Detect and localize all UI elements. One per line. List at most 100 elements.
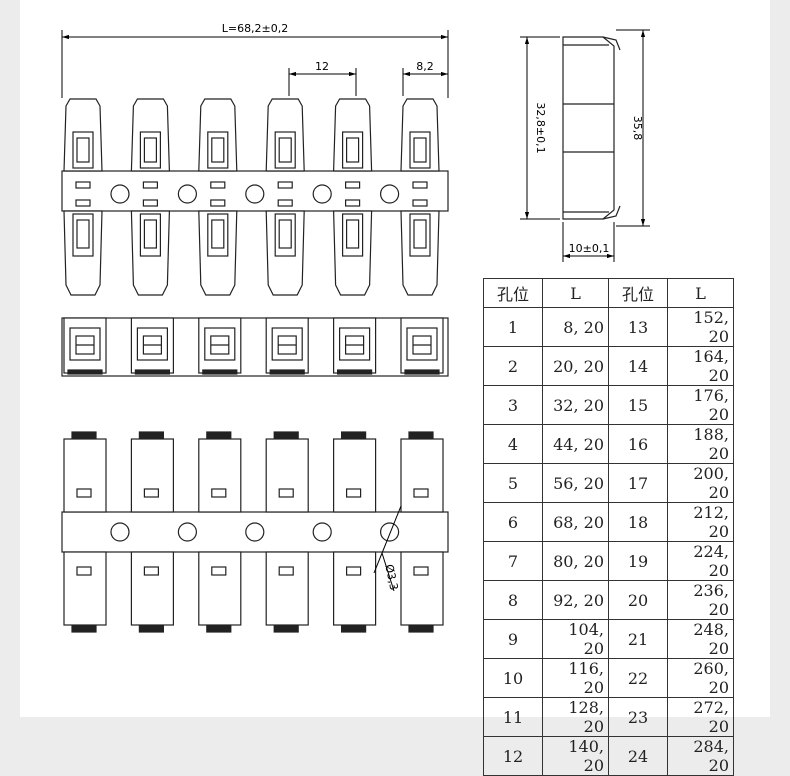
mounting-hole [312,184,332,204]
mounting-hole [380,184,400,204]
bottom-view [61,431,449,633]
top-view-contact-unit [332,98,373,296]
table-cell-length: 236, 20 [667,580,734,620]
top-view-contact-unit [400,98,440,296]
mounting-hole [177,184,197,204]
table-cell-position: 24 [608,736,668,776]
mounting-hole [380,522,400,542]
table-cell-length: 20, 20 [542,346,609,386]
table-cell-position: 7 [483,541,543,581]
table-cell-length: 80, 20 [542,541,609,581]
strip-window [333,317,377,375]
table-cell-length: 152, 20 [667,307,734,347]
table-cell-position: 8 [483,580,543,620]
table-cell-length: 68, 20 [542,502,609,542]
table-cell-length: 140, 20 [542,736,609,776]
top-view-contact-unit [130,98,171,296]
table-cell-length: 8, 20 [542,307,609,347]
table-cell-position: 19 [608,541,668,581]
drawing-sheet: L=68,2±0,2 12 8,2 Ø3,3 [20,0,770,776]
strip-window [130,317,175,375]
header-position-1: 孔位 [483,278,543,308]
table-cell-position: 16 [608,424,668,464]
bottom-view-housing [63,431,107,633]
table-cell-position: 6 [483,502,543,542]
table-cell-length: 116, 20 [542,658,609,698]
top-view-contact-unit [198,98,238,296]
table-cell-position: 5 [483,463,543,503]
pitch-label: 12 [315,60,329,73]
strip-window [63,317,107,375]
bottom-view-housing [333,431,377,633]
top-view-contact-unit [63,98,103,296]
bottom-view-housing [130,431,175,633]
table-cell-length: 272, 20 [667,697,734,737]
mounting-hole [245,184,265,204]
table-cell-position: 12 [483,736,543,776]
inner-height-label: 32,8±0,1 [534,102,547,153]
side-view-dimensions [520,29,650,262]
end-offset-label: 8,2 [416,60,434,73]
table-cell-position: 4 [483,424,543,464]
table-cell-position: 2 [483,346,543,386]
mounting-hole [245,522,265,542]
table-cell-length: 176, 20 [667,385,734,425]
table-cell-position: 1 [483,307,543,347]
header-length-2: L [667,278,734,308]
header-position-2: 孔位 [608,278,668,308]
table-cell-position: 14 [608,346,668,386]
table-cell-position: 15 [608,385,668,425]
table-cell-position: 23 [608,697,668,737]
mounting-hole [312,522,332,542]
table-cell-length: 44, 20 [542,424,609,464]
strip-window [400,317,444,375]
strip-window [265,317,309,375]
thickness-label: 10±0,1 [569,242,610,255]
top-view-dimensions [61,30,449,98]
table-header-row: 孔位 L 孔位 L [483,278,734,308]
mounting-hole [110,522,130,542]
table-cell-position: 17 [608,463,668,503]
table-cell-length: 32, 20 [542,385,609,425]
table-cell-length: 56, 20 [542,463,609,503]
strip-window [198,317,242,375]
hole-diameter-label: Ø3,3 [382,563,400,591]
table-cell-length: 128, 20 [542,697,609,737]
side-view-body [562,36,615,220]
table-cell-position: 3 [483,385,543,425]
hole-dimension [373,505,402,592]
table-cell-length: 200, 20 [667,463,734,503]
technical-drawing: L=68,2±0,2 12 8,2 Ø3,3 [61,22,650,633]
table-cell-length: 212, 20 [667,502,734,542]
middle-strip-body [61,317,449,377]
table-cell-position: 21 [608,619,668,659]
table-cell-length: 248, 20 [667,619,734,659]
middle-strip-view [61,317,449,377]
table-cell-position: 11 [483,697,543,737]
top-view-contact-unit [265,98,305,296]
table-cell-length: 104, 20 [542,619,609,659]
table-cell-length: 188, 20 [667,424,734,464]
table-cell-position: 22 [608,658,668,698]
mounting-hole [110,184,130,204]
table-cell-position: 18 [608,502,668,542]
table-cell-length: 92, 20 [542,580,609,620]
header-length-1: L [542,278,609,308]
table-cell-position: 13 [608,307,668,347]
top-view [61,98,449,296]
bottom-view-housing [198,431,242,633]
table-cell-length: 224, 20 [667,541,734,581]
